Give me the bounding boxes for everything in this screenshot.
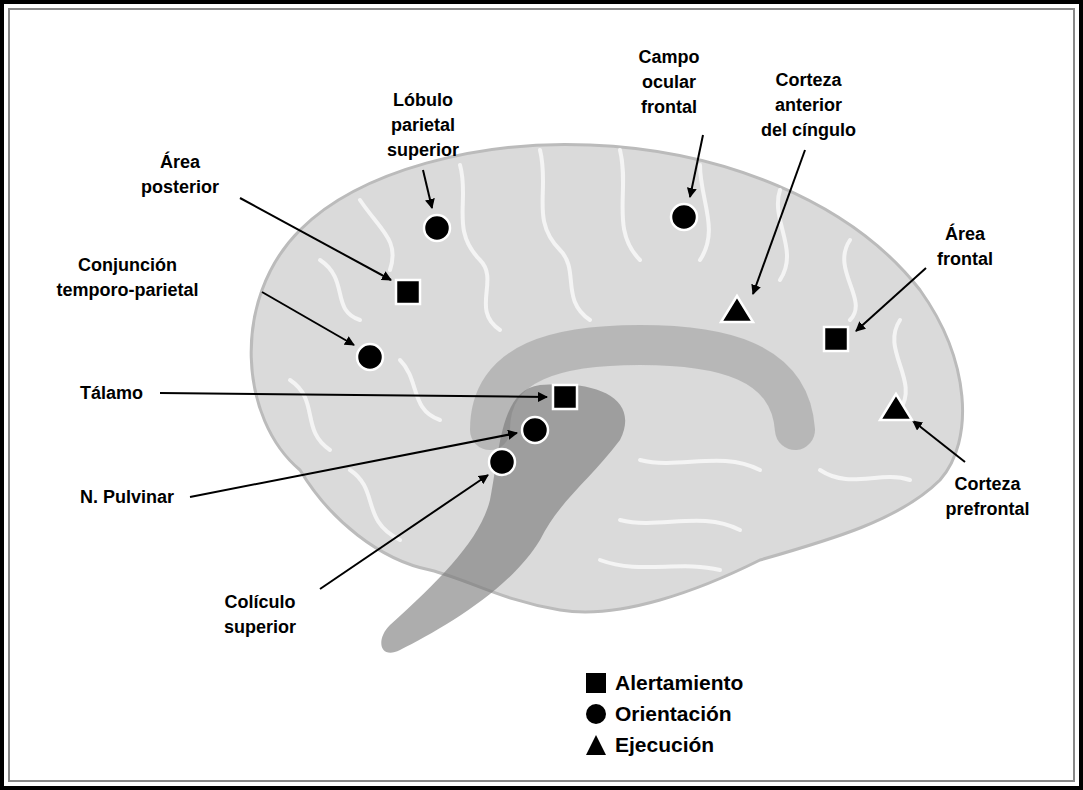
- region-label: Campo ocular frontal: [633, 45, 705, 120]
- label-text: Colículo superior: [224, 592, 296, 637]
- legend-symbol: [585, 734, 607, 756]
- label-text: Área posterior: [141, 152, 219, 197]
- region-label: Conjunción temporo-parietal: [40, 253, 215, 303]
- thalamus-brainstem: [381, 384, 625, 652]
- region-label: N. Pulvinar: [80, 485, 174, 510]
- legend-text: Alertamiento: [615, 668, 743, 698]
- brain-gyri: [290, 150, 910, 570]
- region-label: Área frontal: [930, 222, 1000, 272]
- leader-lines: [160, 135, 965, 589]
- label-text: Tálamo: [80, 383, 143, 403]
- legend-symbol: [585, 703, 607, 725]
- region-label: Corteza prefrontal: [935, 472, 1040, 522]
- inner-frame: [9, 9, 1074, 781]
- legend-symbol: [585, 672, 607, 694]
- label-text: N. Pulvinar: [80, 487, 174, 507]
- legend-text: Orientación: [615, 699, 732, 729]
- region-label: Lóbulo parietal superior: [378, 88, 468, 163]
- label-text: Conjunción temporo-parietal: [56, 255, 198, 300]
- region-label: Colículo superior: [210, 590, 310, 640]
- brain-outline: [251, 144, 962, 611]
- region-label: Tálamo: [80, 381, 143, 406]
- label-text: Corteza anterior del cíngulo: [761, 70, 856, 140]
- label-text: Lóbulo parietal superior: [387, 90, 459, 160]
- region-markers: [357, 204, 912, 475]
- label-text: Campo ocular frontal: [638, 47, 699, 117]
- label-text: Área frontal: [937, 224, 993, 269]
- region-label: Área posterior: [130, 150, 230, 200]
- legend-text: Ejecución: [615, 730, 714, 760]
- label-text: Corteza prefrontal: [945, 474, 1029, 519]
- region-label: Corteza anterior del cíngulo: [760, 68, 857, 143]
